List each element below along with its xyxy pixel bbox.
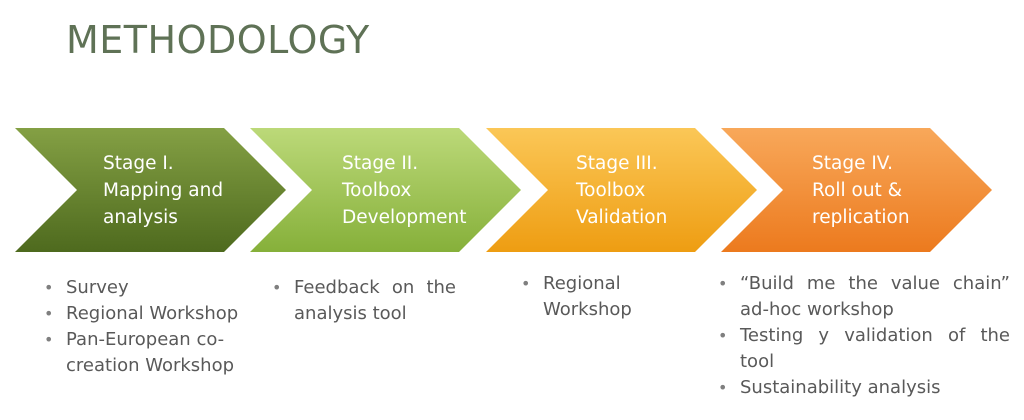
list-item: Regional Workshop [38, 301, 286, 327]
stage-3-bullets: Regional Workshop [515, 271, 665, 323]
page-title: METHODOLOGY [66, 18, 370, 62]
list-item: Regional Workshop [515, 271, 665, 323]
stage-2-arrow [250, 128, 521, 252]
list-item: Pan-European co-creation Workshop [38, 327, 286, 379]
stage-4-bullets: “Build me the value chain” ad-hoc worksh… [712, 271, 1010, 401]
list-item: Sustainability analysis [712, 375, 1010, 401]
stage-3-label: Stage III. Toolbox Validation [576, 153, 668, 228]
stage-1-bullets: Survey Regional Workshop Pan-European co… [38, 275, 286, 379]
list-item: Survey [38, 275, 286, 301]
stage-4-arrow [721, 128, 992, 252]
stage-3-arrow [486, 128, 757, 252]
stage-4-label: Stage IV. Roll out & replication [812, 153, 910, 228]
stage-1-label: Stage I. Mapping and analysis [103, 153, 224, 228]
stage-2-label: Stage II. Toolbox Development [342, 153, 467, 228]
list-item: Feedback on the analysis tool [266, 275, 456, 327]
list-item: Testing y validation of the tool [712, 323, 1010, 375]
list-item: “Build me the value chain” ad-hoc worksh… [712, 271, 1010, 323]
stage-2-bullets: Feedback on the analysis tool [266, 275, 456, 327]
stage-1-arrow [15, 128, 286, 252]
